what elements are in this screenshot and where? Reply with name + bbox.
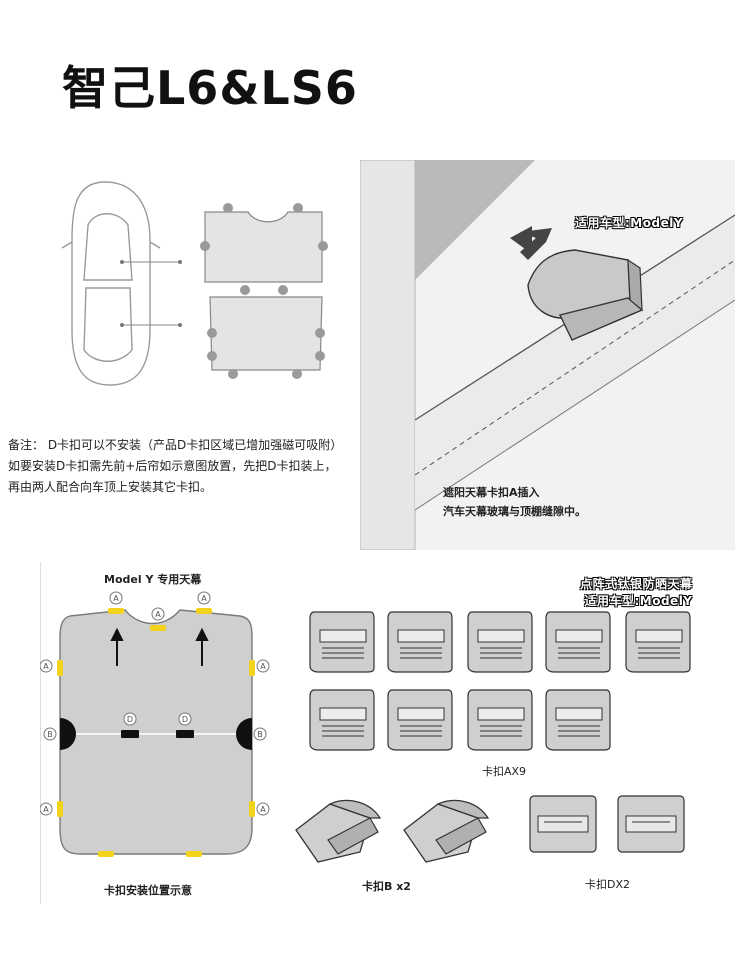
- clip-a-8: [468, 690, 532, 750]
- parts-tag: 点阵式钛银防晒天幕 适用车型:ModelY: [580, 576, 693, 610]
- clip-b-1: [296, 800, 380, 862]
- clip-d-parts: [528, 794, 688, 856]
- parts-tag-line-1: 点阵式钛银防晒天幕: [580, 576, 693, 593]
- svg-text:A: A: [260, 662, 266, 671]
- sunshade-outline: [60, 610, 252, 854]
- car-top-view-diagram: [40, 170, 350, 400]
- note-line-3: 再由两人配合向车顶上安装其它卡扣。: [8, 477, 342, 498]
- svg-text:B: B: [257, 730, 263, 739]
- clip-d-2: [618, 796, 684, 852]
- clip-b-label: 卡扣B x2: [362, 878, 411, 894]
- photo-caption-line-1: 遮阳天幕卡扣A插入: [443, 483, 586, 502]
- clip-b-parts: [288, 792, 498, 872]
- clip-d-1: [530, 796, 596, 852]
- model-tag: 适用车型:ModelY: [575, 214, 683, 231]
- note-line-2: 如要安装D卡扣需先前+后帘如示意图放置，先把D卡扣装上，: [8, 456, 342, 477]
- clip-a-2: [388, 612, 452, 672]
- clip-a-6: [310, 690, 374, 750]
- svg-text:D: D: [182, 715, 188, 724]
- clip-a-4: [546, 612, 610, 672]
- svg-text:D: D: [127, 715, 133, 724]
- clip-a-3: [468, 612, 532, 672]
- installation-note: 备注： D卡扣可以不安装（产品D卡扣区域已增加强磁可吸附） 如要安装D卡扣需先前…: [8, 435, 342, 498]
- svg-text:A: A: [260, 805, 266, 814]
- car-outline: [62, 182, 160, 385]
- photo-caption-line-2: 汽车天幕玻璃与顶棚缝隙中。: [443, 502, 586, 521]
- clip-a-parts: [300, 606, 710, 756]
- svg-text:A: A: [113, 594, 119, 603]
- svg-text:A: A: [155, 610, 161, 619]
- clip-b-2: [404, 800, 488, 862]
- clip-a-5: [626, 612, 690, 672]
- svg-text:A: A: [43, 662, 49, 671]
- clip-d-label: 卡扣DX2: [585, 876, 630, 892]
- clip-a-1: [310, 612, 374, 672]
- note-line-1: 备注： D卡扣可以不安装（产品D卡扣区域已增加强磁可吸附）: [8, 435, 342, 456]
- svg-text:A: A: [201, 594, 207, 603]
- page-title: 智己L6&LS6: [62, 52, 358, 118]
- clip-a-9: [546, 690, 610, 750]
- diagram-heading: Model Y 专用天幕: [104, 571, 201, 587]
- rear-shade: [210, 297, 322, 370]
- photo-caption: 遮阳天幕卡扣A插入 汽车天幕玻璃与顶棚缝隙中。: [443, 483, 586, 521]
- diagram-footer: 卡扣安装位置示意: [104, 882, 192, 898]
- svg-text:A: A: [43, 805, 49, 814]
- clip-position-diagram: A A A A A B B A A D D: [40, 588, 280, 878]
- svg-text:B: B: [47, 730, 53, 739]
- clip-a-label: 卡扣AX9: [482, 763, 526, 779]
- clip-a-7: [388, 690, 452, 750]
- front-shade: [205, 212, 322, 282]
